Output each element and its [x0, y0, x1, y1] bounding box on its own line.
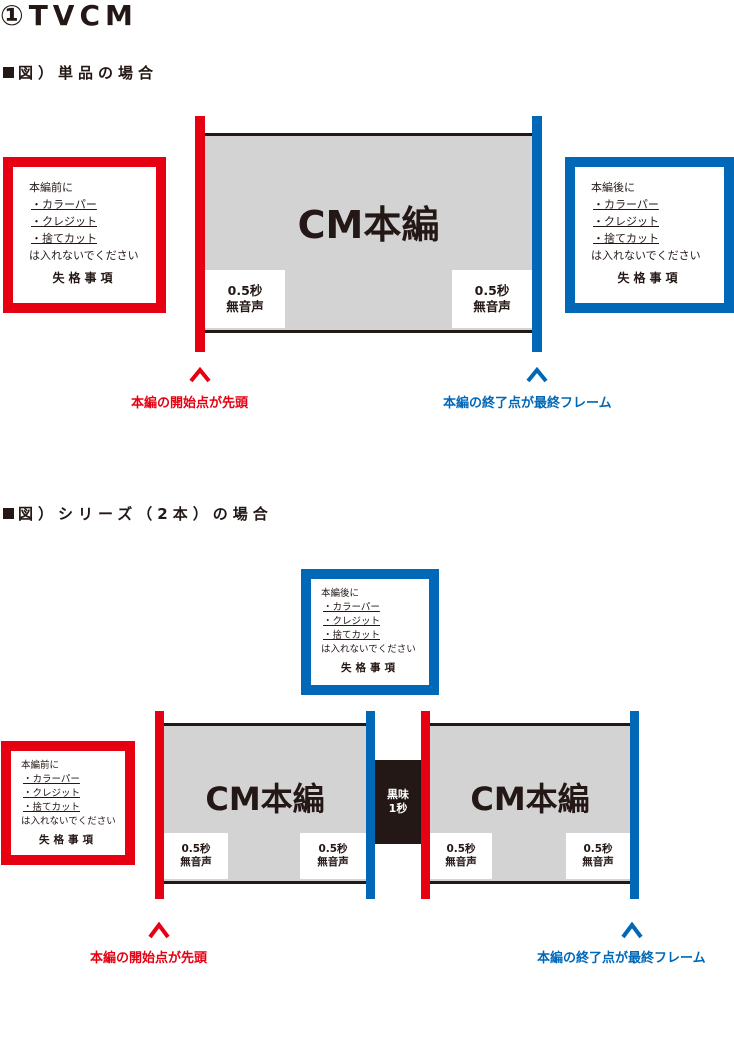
note-item: ・捨てカット: [31, 232, 97, 245]
square-bullet-icon: [3, 508, 14, 519]
section2-heading: 図）シリーズ（2本）の場合: [3, 505, 273, 523]
black-label: 黒味: [387, 788, 409, 801]
s2-start-arrow-icon: [148, 921, 170, 939]
note-item: ・クレジット: [593, 215, 659, 228]
s2-end-caption: 本編の終了点が最終フレーム: [537, 951, 706, 966]
s1-end-arrow-icon: [526, 367, 548, 383]
note-item: ・カラーパー: [31, 198, 97, 211]
s1-bottom-edge: [205, 330, 532, 333]
silent-duration: 0.5秒: [227, 283, 263, 298]
silent-text: 無音声: [226, 299, 264, 314]
silent-text: 無音声: [180, 856, 212, 868]
s2-cm2-end-marker: [630, 711, 639, 899]
s1-silent-right: 0.5秒 無音声: [452, 270, 532, 328]
disqualification-label: 失格事項: [52, 271, 117, 285]
s1-start-arrow-icon: [189, 367, 211, 383]
note-lead: 本編前に: [29, 181, 73, 194]
disqualification-label: 失格事項: [341, 662, 399, 674]
s2-cm1-silent-right: 0.5秒 無音声: [300, 833, 366, 879]
s2-black-frame: 黒味 1秒: [375, 760, 421, 844]
note-item: ・カラーパー: [323, 602, 380, 613]
note-item: ・カラーパー: [23, 774, 80, 785]
s2-cm1-start-marker: [155, 711, 164, 899]
s2-end-arrow-icon: [621, 921, 643, 939]
note-item: ・捨てカット: [323, 630, 381, 641]
note-item: ・クレジット: [31, 215, 97, 228]
s2-start-caption: 本編の開始点が先頭: [90, 951, 208, 966]
silent-text: 無音声: [582, 856, 614, 868]
s2-cm1-silent-left: 0.5秒 無音声: [164, 833, 228, 879]
s2-cm2-label: CM本編: [470, 780, 590, 818]
s1-cm-label: CM本編: [297, 203, 440, 247]
s1-note-before: 本編前に ・カラーパー ・クレジット ・捨てカット は入れないでください 失格事…: [13, 167, 156, 287]
s1-end-caption: 本編の終了点が最終フレーム: [443, 396, 612, 411]
s1-note-after: 本編後に ・カラーパー ・クレジット ・捨てカット は入れないでください 失格事…: [575, 167, 724, 287]
note-tail: は入れないでください: [29, 249, 139, 262]
note-tail: は入れないでください: [591, 249, 701, 262]
s2-cm1-end-marker: [366, 711, 375, 899]
s1-silent-left: 0.5秒 無音声: [205, 270, 285, 328]
note-item: ・カラーパー: [593, 198, 659, 211]
s1-start-marker: [195, 116, 205, 352]
silent-duration: 0.5秒: [583, 843, 613, 855]
note-item: ・捨てカット: [593, 232, 659, 245]
note-tail: は入れないでください: [321, 644, 416, 655]
s1-top-edge: [205, 133, 532, 136]
square-bullet-icon: [3, 67, 14, 78]
silent-duration: 0.5秒: [474, 283, 510, 298]
silent-text: 無音声: [445, 856, 477, 868]
s2-cm1-top-edge: [164, 723, 366, 726]
s1-note-before-box: 本編前に ・カラーパー ・クレジット ・捨てカット は入れないでください 失格事…: [3, 157, 166, 313]
disqualification-label: 失格事項: [617, 271, 682, 285]
s2-cm1-bottom-edge: [164, 881, 366, 884]
note-tail: は入れないでください: [21, 816, 116, 827]
silent-duration: 0.5秒: [446, 843, 476, 855]
note-item: ・クレジット: [323, 616, 381, 627]
silent-text: 無音声: [317, 856, 349, 868]
section1-heading: 図）単品の場合: [3, 64, 158, 82]
s2-cm2-silent-right: 0.5秒 無音声: [566, 833, 630, 879]
s1-start-caption: 本編の開始点が先頭: [131, 396, 249, 411]
s2-cm2-top-edge: [430, 723, 630, 726]
note-lead: 本編後に: [591, 181, 635, 194]
s2-cm2-silent-left: 0.5秒 無音声: [430, 833, 492, 879]
s2-cm2-start-marker: [421, 711, 430, 899]
section2-heading-text: 図）シリーズ（2本）の場合: [18, 505, 273, 523]
s2-note-after-box: 本編後に ・カラーパー ・クレジット ・捨てカット は入れないでください 失格事…: [301, 569, 439, 695]
silent-text: 無音声: [473, 299, 511, 314]
s2-cm1-label: CM本編: [205, 780, 325, 818]
s2-note-before: 本編前に ・カラーパー ・クレジット ・捨てカット は入れないでください 失格事…: [11, 751, 125, 847]
disqualification-label: 失格事項: [39, 834, 97, 846]
s2-note-before-box: 本編前に ・カラーパー ・クレジット ・捨てカット は入れないでください 失格事…: [1, 741, 135, 865]
note-item: ・クレジット: [23, 788, 81, 799]
silent-duration: 0.5秒: [181, 843, 211, 855]
note-item: ・捨てカット: [23, 802, 81, 813]
s1-note-after-box: 本編後に ・カラーパー ・クレジット ・捨てカット は入れないでください 失格事…: [565, 157, 734, 313]
silent-duration: 0.5秒: [318, 843, 348, 855]
black-duration: 1秒: [388, 802, 408, 815]
note-lead: 本編前に: [21, 760, 60, 771]
s2-note-after: 本編後に ・カラーパー ・クレジット ・捨てカット は入れないでください 失格事…: [311, 579, 429, 675]
s2-cm2-bottom-edge: [430, 881, 630, 884]
s1-end-marker: [532, 116, 542, 352]
section1-heading-text: 図）単品の場合: [18, 64, 159, 82]
page-title: ①TVCM: [0, 0, 138, 32]
note-lead: 本編後に: [321, 588, 360, 599]
